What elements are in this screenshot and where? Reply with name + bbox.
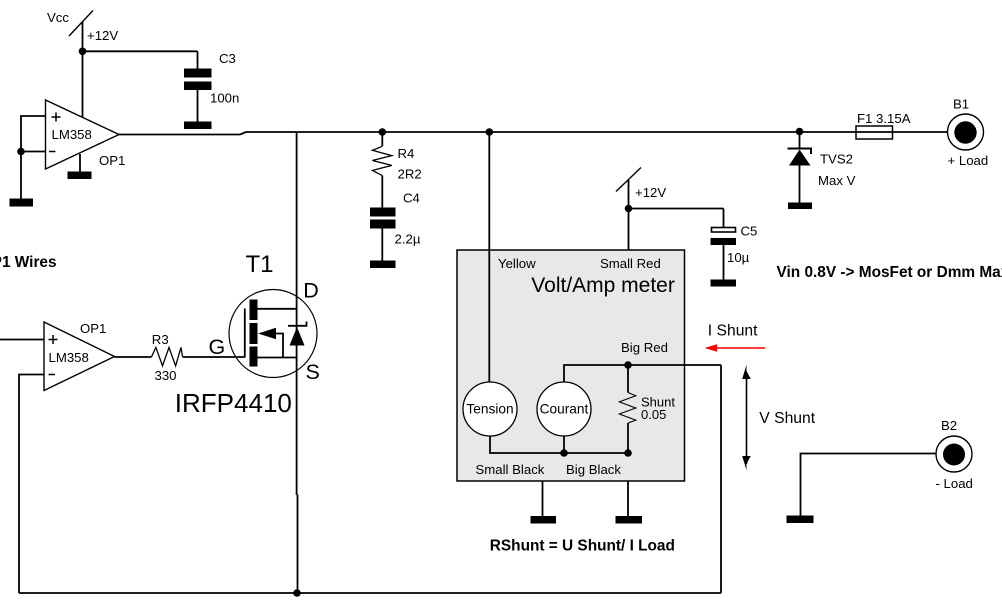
svg-text:Small Red: Small Red: [600, 256, 661, 271]
svg-text:R4: R4: [398, 146, 415, 161]
svg-text:+12V: +12V: [635, 185, 666, 200]
svg-text:0.05: 0.05: [641, 407, 666, 422]
svg-text:C3: C3: [219, 51, 236, 66]
svg-text:Vcc: Vcc: [47, 10, 69, 25]
svg-text:OP1: OP1: [80, 321, 106, 336]
svg-text:B2: B2: [941, 418, 957, 433]
svg-text:10µ: 10µ: [727, 250, 750, 265]
svg-text:B1: B1: [953, 96, 969, 111]
svg-text:LM358: LM358: [52, 127, 92, 142]
svg-text:+ Load: + Load: [948, 153, 989, 168]
svg-text:IRFP4410: IRFP4410: [175, 388, 292, 418]
svg-text:Small Black: Small Black: [476, 462, 545, 477]
svg-text:- Load: - Load: [936, 476, 973, 491]
svg-text:330: 330: [155, 368, 177, 383]
svg-text:I Shunt: I Shunt: [708, 322, 758, 339]
svg-text:RShunt = U Shunt/ I Load: RShunt = U Shunt/ I Load: [490, 537, 675, 554]
svg-text:LM358: LM358: [49, 350, 89, 365]
svg-text:Yellow: Yellow: [498, 256, 536, 271]
svg-text:R3: R3: [152, 332, 169, 347]
svg-text:OP1: OP1: [99, 153, 125, 168]
svg-text:V Shunt: V Shunt: [759, 410, 815, 427]
svg-text:Max V: Max V: [818, 173, 856, 188]
svg-text:C5: C5: [741, 223, 758, 238]
svg-text:+12V: +12V: [87, 28, 118, 43]
svg-text:OP1 Wires: OP1 Wires: [0, 254, 57, 271]
svg-text:Big Black: Big Black: [566, 462, 621, 477]
svg-text:Shunt: Shunt: [641, 395, 675, 410]
svg-text:S: S: [306, 360, 320, 384]
svg-text:D: D: [303, 279, 319, 303]
svg-text:Big Red: Big Red: [621, 340, 668, 355]
svg-text:G: G: [209, 335, 226, 359]
svg-text:Vin 0.8V -> MosFet or Dmm Max: Vin 0.8V -> MosFet or Dmm Max: [777, 264, 1002, 281]
svg-text:F1 3.15A: F1 3.15A: [857, 111, 911, 126]
svg-text:T1: T1: [246, 251, 274, 278]
svg-text:C4: C4: [403, 190, 420, 205]
svg-text:100n: 100n: [210, 90, 239, 105]
svg-text:Volt/Amp meter: Volt/Amp meter: [531, 274, 675, 297]
svg-text:Tension: Tension: [466, 402, 513, 417]
svg-text:2.2µ: 2.2µ: [395, 231, 421, 246]
svg-text:Courant: Courant: [540, 402, 589, 417]
svg-text:2R2: 2R2: [398, 166, 422, 181]
svg-text:TVS2: TVS2: [820, 151, 853, 166]
